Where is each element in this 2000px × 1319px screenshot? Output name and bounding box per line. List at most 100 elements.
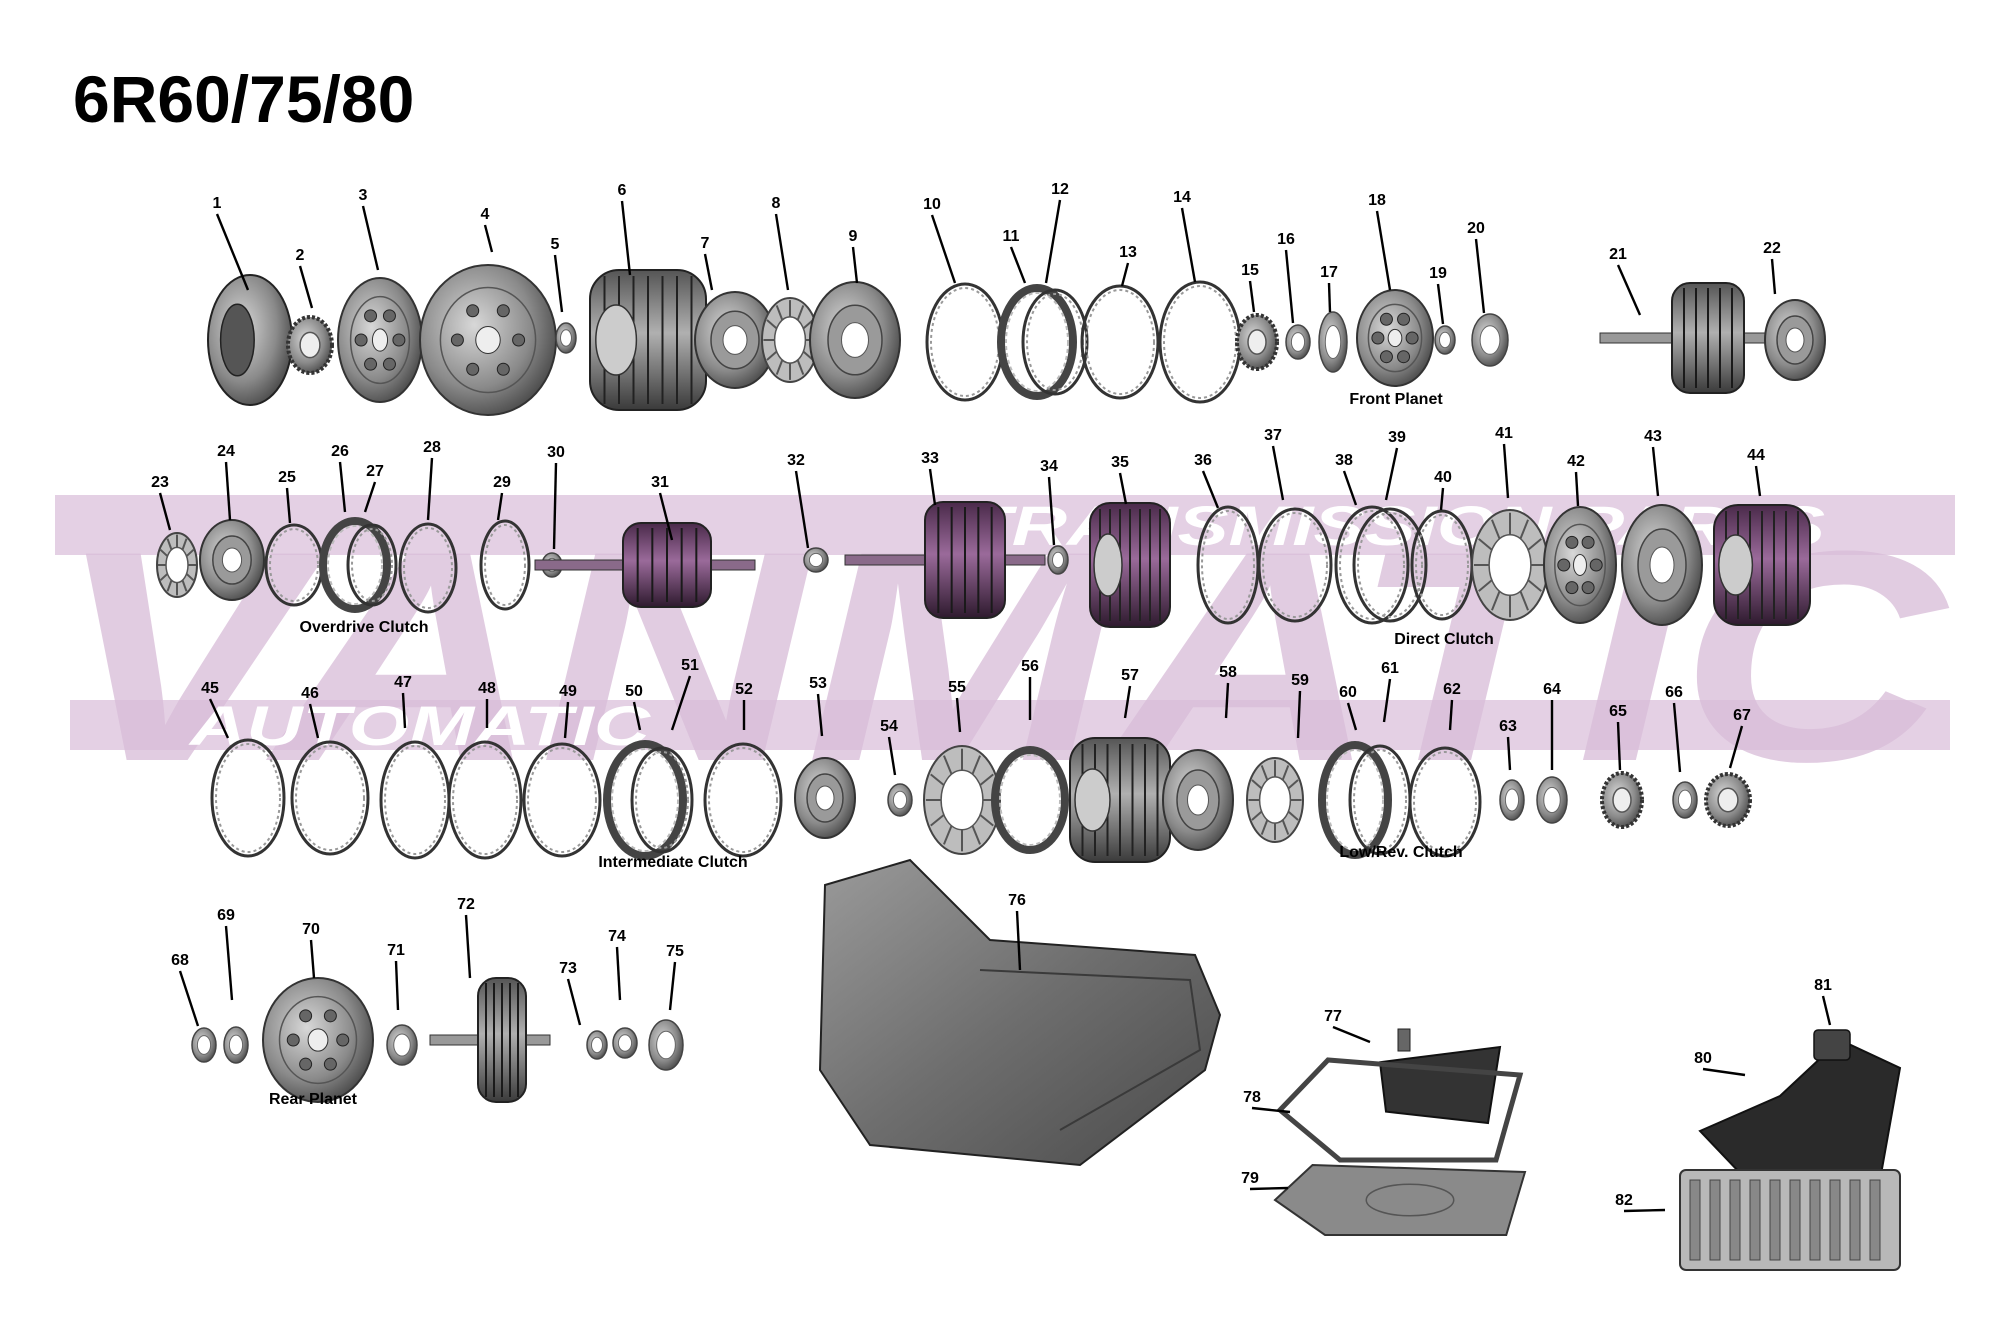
leader-line-7: [703, 253, 714, 291]
leader-line-11: [1009, 246, 1027, 284]
part-18-carrier: [1356, 289, 1434, 387]
part-number-30: 30: [547, 444, 565, 461]
part-46-ring: [290, 740, 370, 856]
part-11-band: [997, 284, 1077, 400]
part-number-16: 16: [1277, 231, 1295, 248]
part-19-washer: [1434, 325, 1456, 355]
part-number-1: 1: [213, 195, 222, 212]
part-number-44: 44: [1747, 447, 1765, 464]
part-79-pan: [1273, 1163, 1527, 1236]
leader-line-82: [1623, 1208, 1666, 1213]
part-21-shaftdrum: [1599, 282, 1781, 394]
leader-line-63: [1506, 736, 1512, 771]
leader-line-76: [1015, 910, 1022, 971]
leader-line-40: [1439, 487, 1445, 511]
leader-line-53: [816, 693, 824, 737]
group-label-direct-clutch: Direct Clutch: [1394, 631, 1494, 648]
part-43-piston: [1621, 504, 1703, 626]
part-number-63: 63: [1499, 718, 1517, 735]
part-number-46: 46: [301, 685, 319, 702]
part-number-12: 12: [1051, 181, 1069, 198]
part-81-connector: [1813, 1029, 1851, 1061]
part-77-filter: [1378, 1028, 1502, 1125]
part-number-80: 80: [1694, 1050, 1712, 1067]
part-32-washer: [803, 547, 829, 573]
part-70-carrier: [262, 977, 374, 1103]
part-number-68: 68: [171, 952, 189, 969]
part-number-42: 42: [1567, 453, 1585, 470]
part-60-band: [1318, 741, 1392, 859]
part-38-ring: [1334, 505, 1410, 625]
leader-line-20: [1474, 238, 1486, 314]
part-number-82: 82: [1615, 1192, 1633, 1209]
leader-line-46: [308, 703, 320, 739]
part-number-57: 57: [1121, 667, 1139, 684]
part-3-pump: [337, 277, 423, 403]
leader-line-34: [1047, 476, 1056, 546]
part-number-58: 58: [1219, 664, 1237, 681]
part-39-ring: [1352, 507, 1428, 623]
part-number-18: 18: [1368, 192, 1386, 209]
part-number-13: 13: [1119, 244, 1137, 261]
part-72-shaftdrum: [429, 977, 551, 1103]
part-51-ring: [630, 746, 694, 854]
leader-line-59: [1296, 690, 1302, 739]
part-17-washer: [1318, 311, 1348, 373]
leader-line-81: [1821, 995, 1832, 1026]
leader-line-1: [215, 213, 250, 291]
part-number-23: 23: [151, 474, 169, 491]
part-number-56: 56: [1021, 658, 1039, 675]
group-label-front-planet: Front Planet: [1349, 391, 1443, 408]
leader-line-27: [363, 481, 377, 513]
part-number-39: 39: [1388, 429, 1406, 446]
part-27-ring: [346, 523, 398, 607]
leader-line-73: [566, 978, 582, 1026]
leader-line-5: [553, 254, 564, 313]
part-number-66: 66: [1665, 684, 1683, 701]
part-number-69: 69: [217, 907, 235, 924]
leader-line-74: [615, 946, 622, 1001]
part-number-37: 37: [1264, 427, 1282, 444]
part-number-38: 38: [1335, 452, 1353, 469]
leader-line-38: [1342, 470, 1358, 506]
leader-line-33: [928, 468, 937, 506]
part-52-ring: [703, 742, 783, 858]
part-48-ring: [447, 740, 523, 860]
part-number-25: 25: [278, 469, 296, 486]
leader-line-36: [1201, 470, 1220, 509]
part-33-shaftdrum: [844, 501, 1046, 619]
part-64-washer: [1536, 776, 1568, 824]
leader-line-37: [1271, 445, 1285, 501]
part-number-11: 11: [1003, 228, 1020, 245]
part-number-5: 5: [551, 236, 560, 253]
part-42-carrier: [1543, 506, 1617, 624]
leader-line-50: [632, 701, 642, 731]
part-10-ring: [925, 282, 1005, 402]
part-number-21: 21: [1609, 246, 1627, 263]
part-number-59: 59: [1291, 672, 1309, 689]
group-label-intermediate-clutch: Intermediate Clutch: [598, 854, 747, 871]
part-26-band: [319, 517, 391, 613]
leader-line-58: [1224, 682, 1230, 719]
part-56-band: [991, 746, 1069, 854]
part-number-49: 49: [559, 683, 577, 700]
leader-line-19: [1436, 283, 1445, 325]
part-number-9: 9: [849, 228, 858, 245]
leader-line-78: [1251, 1106, 1291, 1114]
part-16-washer: [1285, 324, 1311, 360]
leader-line-14: [1180, 207, 1197, 283]
part-number-4: 4: [481, 206, 490, 223]
leader-line-54: [887, 736, 897, 776]
part-41-spring: [1471, 509, 1549, 621]
leader-line-71: [394, 960, 400, 1011]
leader-line-10: [930, 214, 957, 284]
part-number-17: 17: [1320, 264, 1338, 281]
part-number-34: 34: [1040, 458, 1058, 475]
part-number-20: 20: [1467, 220, 1485, 237]
part-number-32: 32: [787, 452, 805, 469]
part-number-47: 47: [394, 674, 412, 691]
leader-line-62: [1448, 699, 1454, 731]
part-number-33: 33: [921, 450, 939, 467]
